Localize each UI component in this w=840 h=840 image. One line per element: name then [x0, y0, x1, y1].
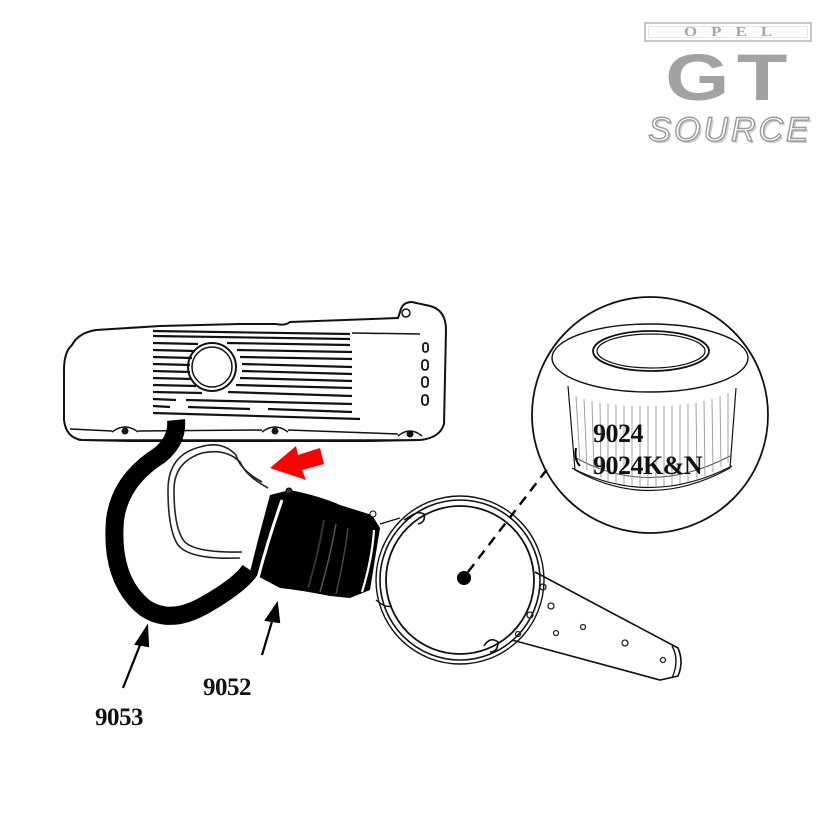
intake-boot-9052: [250, 487, 380, 598]
logo-opel-text: OPEL: [683, 24, 787, 40]
valve-cover: [63, 300, 448, 442]
logo-gt-text: GT: [665, 40, 795, 114]
breather-tube-loop: [167, 444, 269, 560]
logo-opel-badge: OPEL: [644, 22, 812, 42]
breather-hose-9053: [105, 419, 258, 625]
part-label-9053: 9053: [95, 704, 144, 731]
air-cleaner-housing: [375, 467, 682, 681]
part-label-9024-kn: 9024K&N: [593, 451, 703, 480]
logo-source-text: SOURCE: [648, 110, 812, 149]
label-arrows: [121, 600, 281, 689]
part-label-9024: 9024: [593, 419, 644, 448]
air-filter-callout: [531, 296, 769, 534]
red-highlight-arrow-icon: [270, 446, 324, 480]
part-label-9052: 9052: [203, 674, 252, 701]
opel-gt-source-logo: OPEL GT SOURCE: [630, 18, 830, 158]
